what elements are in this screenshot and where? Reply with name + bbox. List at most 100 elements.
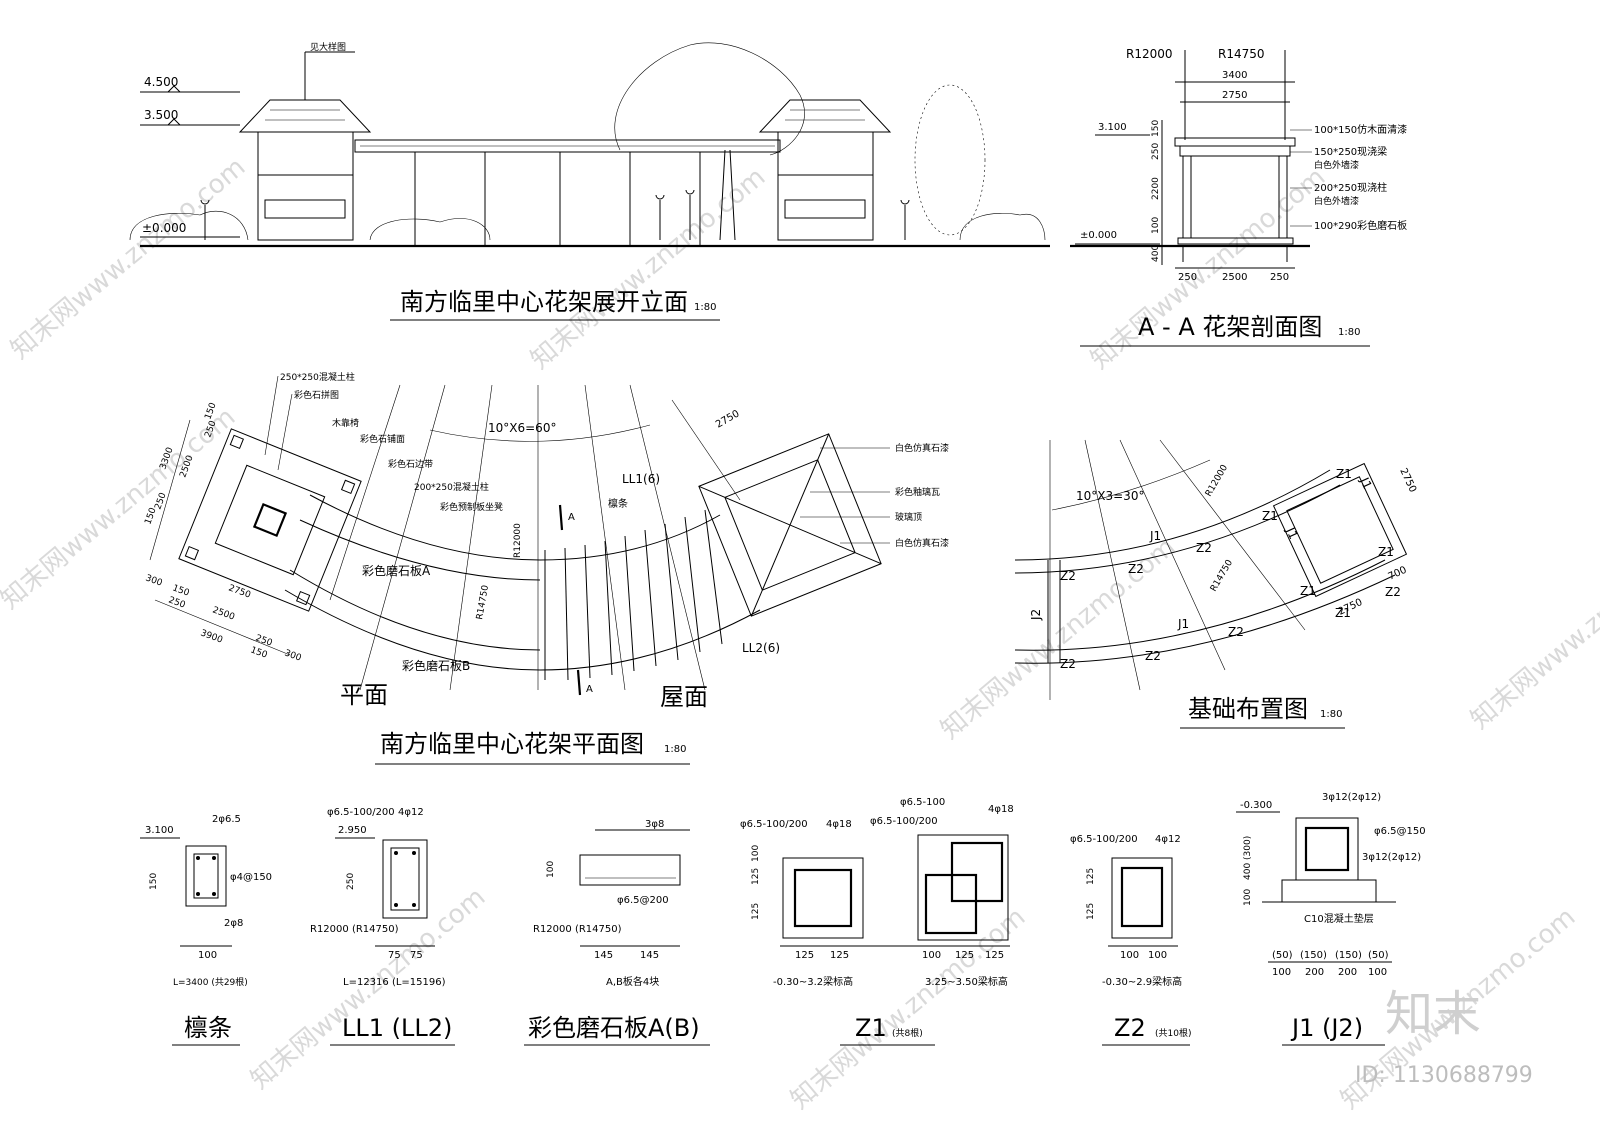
svg-text:125: 125 <box>795 950 814 961</box>
svg-text:(150): (150) <box>1335 950 1362 961</box>
plan-note-3: 木靠椅 <box>332 417 359 429</box>
detail-j1: -0.300 3φ12(2φ12) φ6.5@150 3φ12(2φ12) 40… <box>1236 792 1426 1046</box>
plan-label-roof: 屋面 <box>660 683 708 711</box>
svg-text:Z2: Z2 <box>1196 541 1212 555</box>
svg-text:R14750: R14750 <box>1209 558 1235 593</box>
detail-ll1: φ6.5-100/200 4φ12 2.950 250 R12000 (R147… <box>310 807 455 1046</box>
svg-text:Z1: Z1 <box>1262 509 1278 523</box>
detail-callout: 见大样图 <box>310 41 346 53</box>
plan-label-ll2: LL2(6) <box>742 641 780 655</box>
svg-text:150: 150 <box>149 873 159 890</box>
svg-text:知末网www.znzmo.com: 知末网www.znzmo.com <box>1085 162 1331 375</box>
elevation-scale: 1:80 <box>694 302 716 313</box>
foundation-drawing: 10°X3=30° R12000 R14750 Z1 Z1 Z1 Z1 Z1 Z… <box>1014 439 1418 729</box>
svg-text:C10混凝土垫层: C10混凝土垫层 <box>1304 912 1374 925</box>
svg-text:φ6.5-100/200: φ6.5-100/200 <box>1070 834 1138 845</box>
svg-text:125: 125 <box>955 950 974 961</box>
section-dim-b-2: 2500 <box>1222 272 1247 283</box>
elevation-level-1: 4.500 <box>144 75 178 89</box>
svg-text:2750: 2750 <box>227 583 252 600</box>
svg-text:200: 200 <box>1305 967 1324 978</box>
svg-text:125: 125 <box>751 868 761 885</box>
detail-z1-title: Z1 <box>855 1014 887 1042</box>
section-level-1: 3.100 <box>1098 122 1127 133</box>
svg-text:100: 100 <box>1272 967 1291 978</box>
section-dim-top-1: 3400 <box>1222 70 1247 81</box>
elevation-level-3: ±0.000 <box>142 221 186 235</box>
svg-text:200: 200 <box>1338 967 1357 978</box>
svg-text:A,B板各4块: A,B板各4块 <box>606 975 659 988</box>
section-radius-2: R14750 <box>1218 47 1265 61</box>
svg-text:φ6.5-100: φ6.5-100 <box>900 797 945 808</box>
section-dim-v-4: 100 <box>1151 217 1161 234</box>
svg-text:145: 145 <box>594 950 613 961</box>
svg-text:Z2: Z2 <box>1128 562 1144 576</box>
svg-text:3.100: 3.100 <box>145 825 174 836</box>
elevation-level-2: 3.500 <box>144 108 178 122</box>
detail-j1-title: J1 (J2) <box>1290 1014 1363 1042</box>
section-scale: 1:80 <box>1338 327 1360 338</box>
svg-text:4φ18: 4φ18 <box>988 804 1014 815</box>
svg-text:100: 100 <box>1368 967 1387 978</box>
plan-label-slab-a: 彩色磨石板A <box>362 564 431 578</box>
plan-drawing: 250*250混凝土柱 彩色石拼图 木靠椅 彩色石铺面 彩色石边带 200*25… <box>143 371 949 765</box>
detail-purlin: 3.100 2φ6.5 150 φ4@150 2φ8 100 L=3400 (共… <box>140 814 272 1046</box>
plan-note-1: 250*250混凝土柱 <box>280 371 355 383</box>
svg-text:Z2: Z2 <box>1228 625 1244 639</box>
svg-text:Z1: Z1 <box>1335 606 1351 620</box>
svg-text:(共8根): (共8根) <box>892 1027 923 1039</box>
plan-rnote-3: 玻璃顶 <box>895 511 922 523</box>
elevation-drawing: 4.500 3.500 ±0.000 见大样图 <box>129 41 1050 321</box>
section-note-2: 150*250现浇梁 <box>1314 145 1387 158</box>
svg-text:Z1: Z1 <box>1336 467 1352 481</box>
purlins <box>544 509 723 681</box>
svg-text:125: 125 <box>751 903 761 920</box>
svg-text:φ6.5@150: φ6.5@150 <box>1374 826 1426 837</box>
svg-text:3φ8: 3φ8 <box>645 819 664 830</box>
svg-text:300: 300 <box>283 648 303 663</box>
svg-text:知末网www.znzmo.com: 知末网www.znzmo.com <box>5 152 251 365</box>
plan-label-purlin: 檩条 <box>608 497 628 510</box>
svg-text:145: 145 <box>640 950 659 961</box>
plan-cut-a-1: A <box>568 512 575 523</box>
plan-label-r2: R14750 <box>475 584 491 620</box>
watermark-layer: 知末网www.znzmo.com 知末网www.znzmo.com 知末网www… <box>0 152 1600 1115</box>
plan-rnote-1: 白色仿真石漆 <box>895 442 949 454</box>
section-dim-b-3: 250 <box>1270 272 1289 283</box>
svg-text:φ6.5@200: φ6.5@200 <box>617 895 669 906</box>
svg-text:(50): (50) <box>1368 950 1389 961</box>
plan-note-7: 彩色预制板坐凳 <box>440 501 503 513</box>
detail-slab: 3φ8 100 φ6.5@200 R12000 (R14750) 145 145… <box>524 819 710 1046</box>
svg-text:J1: J1 <box>1149 529 1161 543</box>
detail-z1: φ6.5-100/200 4φ18 φ6.5-100 φ6.5-100/200 … <box>740 797 1014 1046</box>
svg-text:R12000 (R14750): R12000 (R14750) <box>310 924 399 935</box>
foundation-title: 基础布置图 <box>1188 695 1308 723</box>
section-radius-1: R12000 <box>1126 47 1173 61</box>
svg-text:φ6.5-100/200: φ6.5-100/200 <box>327 807 395 818</box>
svg-text:2750: 2750 <box>1397 467 1418 495</box>
svg-text:2φ8: 2φ8 <box>224 918 243 929</box>
plan-label-ll1: LL1(6) <box>622 472 660 486</box>
section-note-1: 100*150仿木面清漆 <box>1314 123 1407 136</box>
section-note-3: 白色外墙漆 <box>1314 159 1359 171</box>
svg-text:250: 250 <box>346 873 356 890</box>
svg-text:75: 75 <box>388 950 401 961</box>
section-dim-v-1: 150 <box>1151 120 1161 137</box>
section-note-6: 100*290彩色磨石板 <box>1314 219 1407 232</box>
brand-id: ID: 1130688799 <box>1355 1063 1533 1088</box>
section-dim-v-2: 250 <box>1151 143 1161 160</box>
svg-text:100: 100 <box>1148 950 1167 961</box>
plan-right-notes: 白色仿真石漆 彩色釉璃瓦 玻璃顶 白色仿真石漆 <box>800 442 949 549</box>
plan-scale: 1:80 <box>664 744 686 755</box>
detail-z2-title: Z2 <box>1114 1014 1146 1042</box>
svg-text:400 (300): 400 (300) <box>1243 836 1253 880</box>
brand-logo: 知末 <box>1385 986 1481 1042</box>
svg-text:250: 250 <box>167 595 187 610</box>
svg-text:125: 125 <box>830 950 849 961</box>
svg-text:L=12316 (L=15196): L=12316 (L=15196) <box>343 977 446 988</box>
plan-note-6: 200*250混凝土柱 <box>414 481 489 493</box>
svg-text:300: 300 <box>144 573 164 588</box>
section-dim-b-1: 250 <box>1178 272 1197 283</box>
svg-text:φ4@150: φ4@150 <box>230 872 272 883</box>
plan-title: 南方临里中心花架平面图 <box>380 730 644 758</box>
